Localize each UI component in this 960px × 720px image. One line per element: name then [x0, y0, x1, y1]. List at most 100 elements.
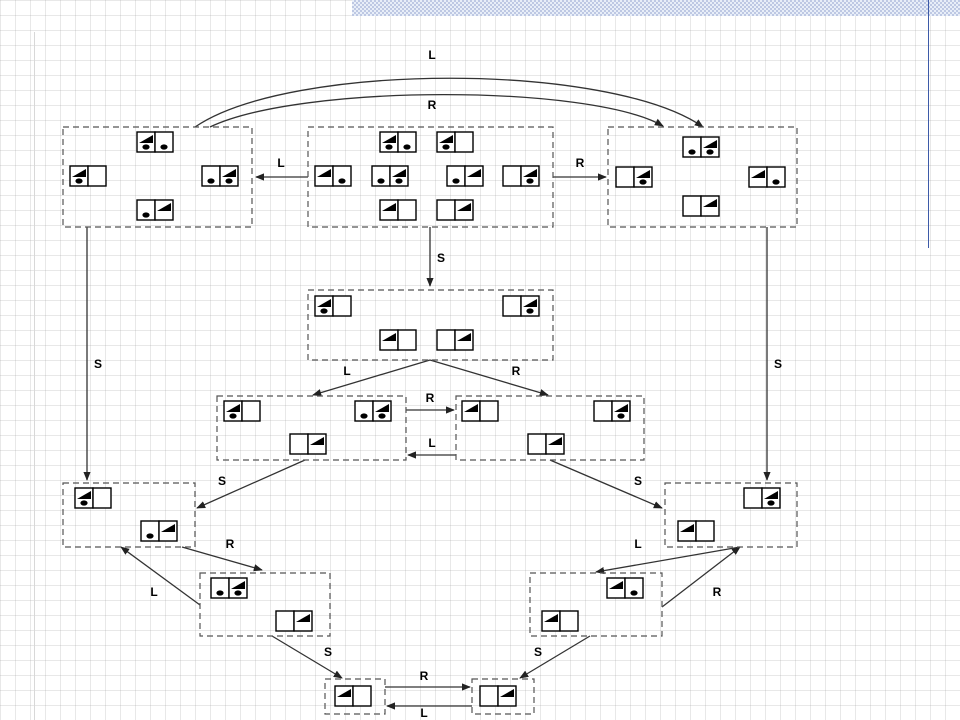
- room-right: [397, 131, 417, 153]
- vacuum-icon: [392, 169, 406, 177]
- vacuum-icon: [317, 169, 331, 177]
- transition-label: L: [277, 156, 284, 170]
- transition-label: S: [534, 645, 542, 659]
- transition-arrow: [312, 359, 431, 397]
- dirt-icon: [320, 308, 328, 314]
- world-state-icon: [354, 400, 392, 422]
- dirt-icon: [146, 533, 154, 539]
- belief-state-border: [664, 482, 798, 548]
- dirt-icon: [338, 178, 346, 184]
- dirt-icon: [160, 144, 168, 150]
- belief-state-border: [307, 289, 554, 361]
- room-right: [397, 329, 417, 351]
- room-right: [479, 400, 499, 422]
- room-right: [332, 295, 352, 317]
- transition-arrow: [120, 546, 201, 606]
- room-left: [743, 487, 763, 509]
- world-state-icon: [615, 166, 653, 188]
- vacuum-icon: [457, 203, 471, 211]
- belief-state-border: [471, 678, 535, 715]
- transition-label: L: [420, 706, 427, 720]
- belief-state-border: [607, 126, 798, 228]
- world-state-icon: [527, 433, 565, 455]
- room-left: [275, 610, 295, 632]
- belief-box-mid-left: [216, 395, 407, 461]
- dirt-icon: [403, 144, 411, 150]
- vacuum-icon: [72, 169, 86, 177]
- room-left: [615, 166, 635, 188]
- world-state-icon: [502, 295, 540, 317]
- world-state-icon: [379, 199, 417, 221]
- world-state-icon: [289, 433, 327, 455]
- room-left: [289, 433, 309, 455]
- world-state-icon: [314, 165, 352, 187]
- room-right: [332, 165, 352, 187]
- dirt-icon: [526, 308, 534, 314]
- belief-box-right: [607, 126, 798, 228]
- vacuum-icon: [337, 689, 351, 697]
- left-margin-rule: [34, 32, 35, 720]
- transition-label: R: [512, 364, 521, 378]
- vacuum-icon: [231, 581, 245, 589]
- room-left: [502, 295, 522, 317]
- dirt-icon: [442, 144, 450, 150]
- world-state-icon: [436, 131, 474, 153]
- world-state-icon: [136, 199, 174, 221]
- dirt-icon: [229, 413, 237, 419]
- belief-state-border: [324, 678, 386, 715]
- world-state-icon: [677, 520, 715, 542]
- room-left: [682, 195, 702, 217]
- transition-arrow: [194, 77, 704, 128]
- belief-state-border: [199, 572, 331, 637]
- world-state-icon: [502, 165, 540, 187]
- dirt-icon: [688, 149, 696, 155]
- room-left: [593, 400, 613, 422]
- vacuum-icon: [500, 689, 514, 697]
- vacuum-icon: [523, 299, 537, 307]
- vacuum-icon: [222, 169, 236, 177]
- transition-label: L: [150, 585, 157, 599]
- vacuum-icon: [523, 169, 537, 177]
- vacuum-icon: [226, 404, 240, 412]
- vacuum-icon: [467, 169, 481, 177]
- vacuum-icon: [680, 524, 694, 532]
- dirt-icon: [772, 179, 780, 185]
- transition-label: R: [713, 585, 722, 599]
- room-left: [527, 433, 547, 455]
- vacuum-icon: [609, 581, 623, 589]
- vacuum-icon: [703, 199, 717, 207]
- transition-label: R: [226, 537, 235, 551]
- transition-arrow: [429, 359, 549, 397]
- world-state-icon: [606, 577, 644, 599]
- world-state-icon: [541, 610, 579, 632]
- world-state-icon: [136, 131, 174, 153]
- belief-state-boxes: [62, 126, 798, 715]
- header-band: [352, 0, 960, 16]
- transition-arrow: [181, 546, 263, 572]
- room-right: [352, 685, 372, 707]
- dirt-icon: [385, 144, 393, 150]
- room-left: [436, 329, 456, 351]
- vacuum-icon: [457, 333, 471, 341]
- dirt-icon: [378, 413, 386, 419]
- right-margin-rule: [928, 0, 929, 248]
- vacuum-icon: [296, 614, 310, 622]
- belief-box-left: [62, 126, 253, 228]
- room-right: [397, 199, 417, 221]
- world-state-icon: [748, 166, 786, 188]
- world-state-icon: [74, 487, 112, 509]
- dirt-icon: [142, 212, 150, 218]
- belief-state-border: [62, 482, 196, 548]
- transition-arrow: [196, 459, 306, 509]
- room-right: [766, 166, 786, 188]
- room-left: [502, 165, 522, 187]
- transition-label: S: [634, 474, 642, 488]
- dirt-icon: [630, 590, 638, 596]
- transition-label: R: [428, 98, 437, 112]
- dirt-icon: [207, 178, 215, 184]
- transition-arrow: [519, 635, 591, 679]
- room-right: [454, 131, 474, 153]
- vacuum-icon: [614, 404, 628, 412]
- transition-arrow: [661, 546, 741, 608]
- dirt-icon: [617, 413, 625, 419]
